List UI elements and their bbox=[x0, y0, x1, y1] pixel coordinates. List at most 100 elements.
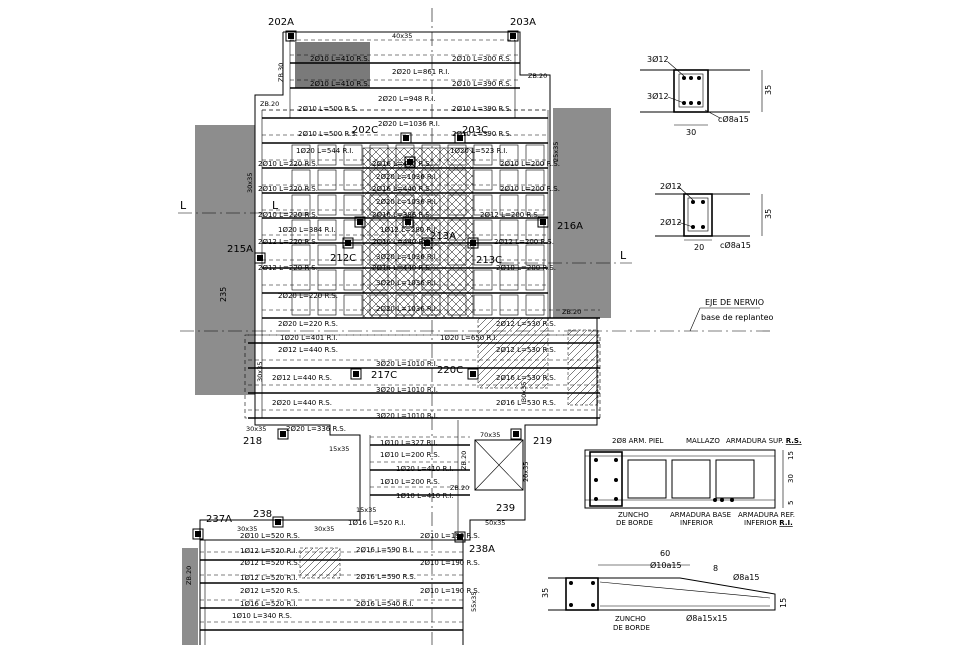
rib-block bbox=[291, 194, 311, 216]
column-core bbox=[457, 135, 463, 141]
rebar-label-r19: 2Ø16 L=440 R.S. bbox=[372, 185, 432, 193]
rebar-label-r27: 2Ø12 L=220 R.S. bbox=[258, 238, 318, 246]
rib-block bbox=[395, 169, 415, 191]
rebar-label-r49: 3Ø20 L=1010 R.I. bbox=[376, 412, 438, 420]
column-outline bbox=[537, 216, 549, 228]
rebar-label-r52: 1Ø10 L=200 R.S. bbox=[380, 451, 440, 459]
rebar-label-r12: 1Ø20 L=544 R.I. bbox=[296, 147, 354, 155]
rib-block bbox=[421, 169, 441, 191]
column-core bbox=[513, 431, 519, 437]
slab-dim-5: 5 bbox=[787, 501, 795, 505]
column-core bbox=[280, 431, 286, 437]
slab-ref-rebar-2: INFERIOR R.I. bbox=[744, 519, 793, 527]
dimension-texts: 40x35 ZB.30 ZB.20 ZB.20 30x35 25x35 235 … bbox=[185, 32, 581, 612]
rib-block bbox=[447, 144, 467, 166]
beam-section-detail-1: 3Ø12 3Ø12 30 35 cØ8a15 bbox=[640, 54, 773, 137]
rib-block bbox=[395, 194, 415, 216]
slab-edge-beam-2: DE BORDE bbox=[616, 519, 653, 527]
rebar-label-r60: 2Ø16 L=590 R.I. bbox=[356, 546, 414, 554]
column-outline bbox=[404, 156, 416, 168]
column-core bbox=[357, 219, 363, 225]
slab-dim-15: 15 bbox=[787, 451, 795, 460]
wall-mass-right bbox=[553, 108, 611, 318]
section-mark-left: L bbox=[180, 199, 187, 212]
rebar-label-r47: 2Ø20 L=440 R.S. bbox=[272, 399, 332, 407]
label-213c: 213C bbox=[476, 255, 502, 266]
rebar-label-r32: 2Ø16 L=440 R.S. bbox=[372, 264, 432, 272]
rebar-label-r56: 1Ø16 L=520 R.I. bbox=[348, 519, 406, 527]
rib-block bbox=[447, 269, 467, 291]
hatched-zone bbox=[362, 147, 474, 319]
rebar-label-r63: 1Ø12 L=520 R.I. bbox=[240, 574, 298, 582]
rib-block bbox=[447, 294, 467, 316]
label-215a: 215A bbox=[227, 244, 253, 255]
slab-mesh: MALLAZO bbox=[686, 437, 720, 445]
rib-block bbox=[317, 169, 337, 191]
dim-zb20-c: ZB.20 bbox=[562, 308, 581, 316]
rebar-label-r15: 2Ø16 L=440 R.S. bbox=[372, 160, 432, 168]
wall-mass-left bbox=[195, 125, 255, 395]
column-outline bbox=[402, 216, 414, 228]
section-mark-right: L bbox=[620, 249, 627, 262]
nerve-grid bbox=[204, 40, 549, 645]
detail1-height: 35 bbox=[764, 85, 773, 95]
label-238: 238 bbox=[253, 509, 272, 520]
label-203c: 203C bbox=[462, 125, 488, 136]
dim-zb20-a: ZB.20 bbox=[528, 72, 547, 80]
rebar-label-r02: 2Ø10 L=300 R.S. bbox=[452, 55, 512, 63]
rebar-label-r26: 1Ø12 L=280 R.I. bbox=[380, 226, 438, 234]
column-core bbox=[540, 219, 546, 225]
rebar-label-r23: 2Ø16 L=386 R.S. bbox=[372, 211, 432, 219]
column-core bbox=[470, 240, 476, 246]
label-202a: 202A bbox=[268, 17, 294, 28]
rib-block bbox=[473, 194, 493, 216]
column-core bbox=[510, 33, 516, 39]
label-213a: 213A bbox=[430, 231, 456, 242]
slab-outline bbox=[199, 31, 598, 645]
dim-side-25x35: 25x35 bbox=[552, 142, 560, 162]
cant-height: 35 bbox=[541, 588, 550, 598]
rebar-label-r50: 2Ø20 L=336 R.S. bbox=[286, 425, 346, 433]
rebar-label-r37: 2Ø20 L=220 R.S. bbox=[278, 320, 338, 328]
rebar-label-r51: 1Ø10 L=327 R.I. bbox=[380, 439, 438, 447]
rebar-label-r17: 2Ø20 L=1036 R.I. bbox=[376, 173, 438, 181]
column-core bbox=[424, 240, 430, 246]
rib-block bbox=[291, 144, 311, 166]
rib-block bbox=[499, 219, 519, 241]
rib-block bbox=[421, 244, 441, 266]
cant-edge-beam: ZUNCHO bbox=[615, 615, 646, 623]
label-239: 239 bbox=[496, 503, 515, 514]
rebar-label-r58: 2Ø10 L=520 R.S. bbox=[240, 532, 300, 540]
dim-55x35: 55x35 bbox=[470, 592, 478, 612]
column-core bbox=[353, 371, 359, 377]
detail2-bottom: 2Ø12 bbox=[660, 217, 682, 227]
column-core bbox=[405, 219, 411, 225]
label-220c: 220C bbox=[437, 365, 463, 376]
column-core bbox=[345, 240, 351, 246]
rib-block bbox=[473, 169, 493, 191]
rib-block bbox=[395, 294, 415, 316]
column-core bbox=[275, 519, 281, 525]
rib-block bbox=[317, 269, 337, 291]
rebar-label-r55: 1Ø10 L=410 R.I. bbox=[396, 492, 454, 500]
rebar-label-r01: 2Ø10 L=410 R.S. bbox=[310, 55, 370, 63]
column-outline bbox=[192, 528, 204, 540]
rebar-label-r66: 2Ø10 L=190 R.S. bbox=[420, 587, 480, 595]
slab-base-rebar: ARMADURA BASE bbox=[670, 511, 731, 519]
rebar-label-r07: 2Ø10 L=500 R.S. bbox=[298, 105, 358, 113]
beam-section-detail-2: 2Ø12 2Ø12 20 35 cØ8a15 bbox=[655, 181, 773, 252]
rib-block bbox=[473, 144, 493, 166]
column-outline bbox=[507, 30, 519, 42]
column-outline bbox=[510, 428, 522, 440]
column-outline bbox=[454, 132, 466, 144]
column-outline bbox=[285, 30, 297, 42]
rebar-labels: 2Ø10 L=410 R.S.2Ø10 L=300 R.S.2Ø20 L=861… bbox=[232, 55, 560, 620]
rebar-label-r44: 2Ø12 L=440 R.S. bbox=[272, 374, 332, 382]
rib-block bbox=[525, 144, 545, 166]
rebar-label-r39: 1Ø20 L=401 R.I. bbox=[280, 334, 338, 342]
cant-width: 60 bbox=[660, 549, 670, 558]
rebar-label-r16: 2Ø10 L=200 R.S. bbox=[500, 160, 560, 168]
void-opening bbox=[474, 439, 524, 491]
rebar-label-r13: 1Ø20 L=523 R.I. bbox=[450, 147, 508, 155]
